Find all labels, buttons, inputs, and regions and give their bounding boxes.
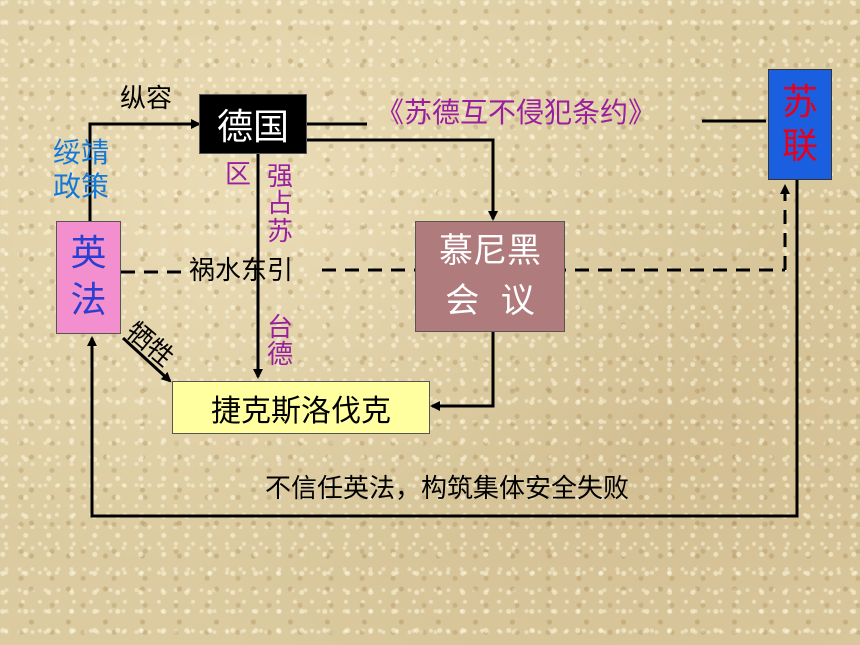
czech-label: 捷克斯洛伐克 <box>211 393 391 429</box>
uk-france-label-char-1: 英 <box>70 232 107 274</box>
appeasement-line-2: 政策 <box>53 169 110 203</box>
germany-label: 德国 <box>216 107 289 148</box>
ussr-label-char-2: 联 <box>781 125 818 167</box>
seize-char-2: 占 <box>266 189 293 220</box>
germany-node: 德国 <box>199 94 307 154</box>
label-region: 区 <box>225 160 252 190</box>
czechoslovakia-node: 捷克斯洛伐克 <box>172 381 430 434</box>
label-appeasement-policy: 绥靖 政策 <box>53 136 109 203</box>
label-nonaggression-pact: 《苏德互不侵犯条约》 <box>376 96 657 129</box>
seize-char-3: 苏 <box>266 216 293 247</box>
ussr-node: 苏 联 <box>768 69 832 180</box>
arrow-munich-to-czech <box>430 332 495 411</box>
uk-france-node: 英 法 <box>56 221 121 334</box>
label-divert-east: 祸水东引 <box>189 256 294 286</box>
arrow-ukfr-to-czech <box>121 336 172 383</box>
ussr-label-char-1: 苏 <box>781 82 818 124</box>
label-distrust-collective-security: 不信任英法，构筑集体安全失败 <box>265 474 630 504</box>
seize-char-1: 强 <box>266 162 293 192</box>
arrow-germany-to-munich <box>307 138 498 221</box>
seize-char-4: 台 <box>266 312 293 343</box>
uk-france-label-char-2: 法 <box>70 279 107 321</box>
munich-conference-node: 慕尼黑 会 议 <box>415 221 565 332</box>
appeasement-line-1: 绥靖 <box>53 136 110 169</box>
seize-char-5: 德 <box>266 340 293 371</box>
seize-gap-1 <box>265 246 295 272</box>
munich-label: 慕尼黑 会 议 <box>439 231 541 321</box>
label-seize-sudeten: 强 占 苏 台 德 <box>265 162 295 371</box>
seize-gap-2 <box>265 272 295 298</box>
arrow-ussr-to-ukfr <box>87 180 799 518</box>
arrow-ukfr-to-germany <box>88 119 201 221</box>
label-connive: 纵容 <box>120 84 173 114</box>
